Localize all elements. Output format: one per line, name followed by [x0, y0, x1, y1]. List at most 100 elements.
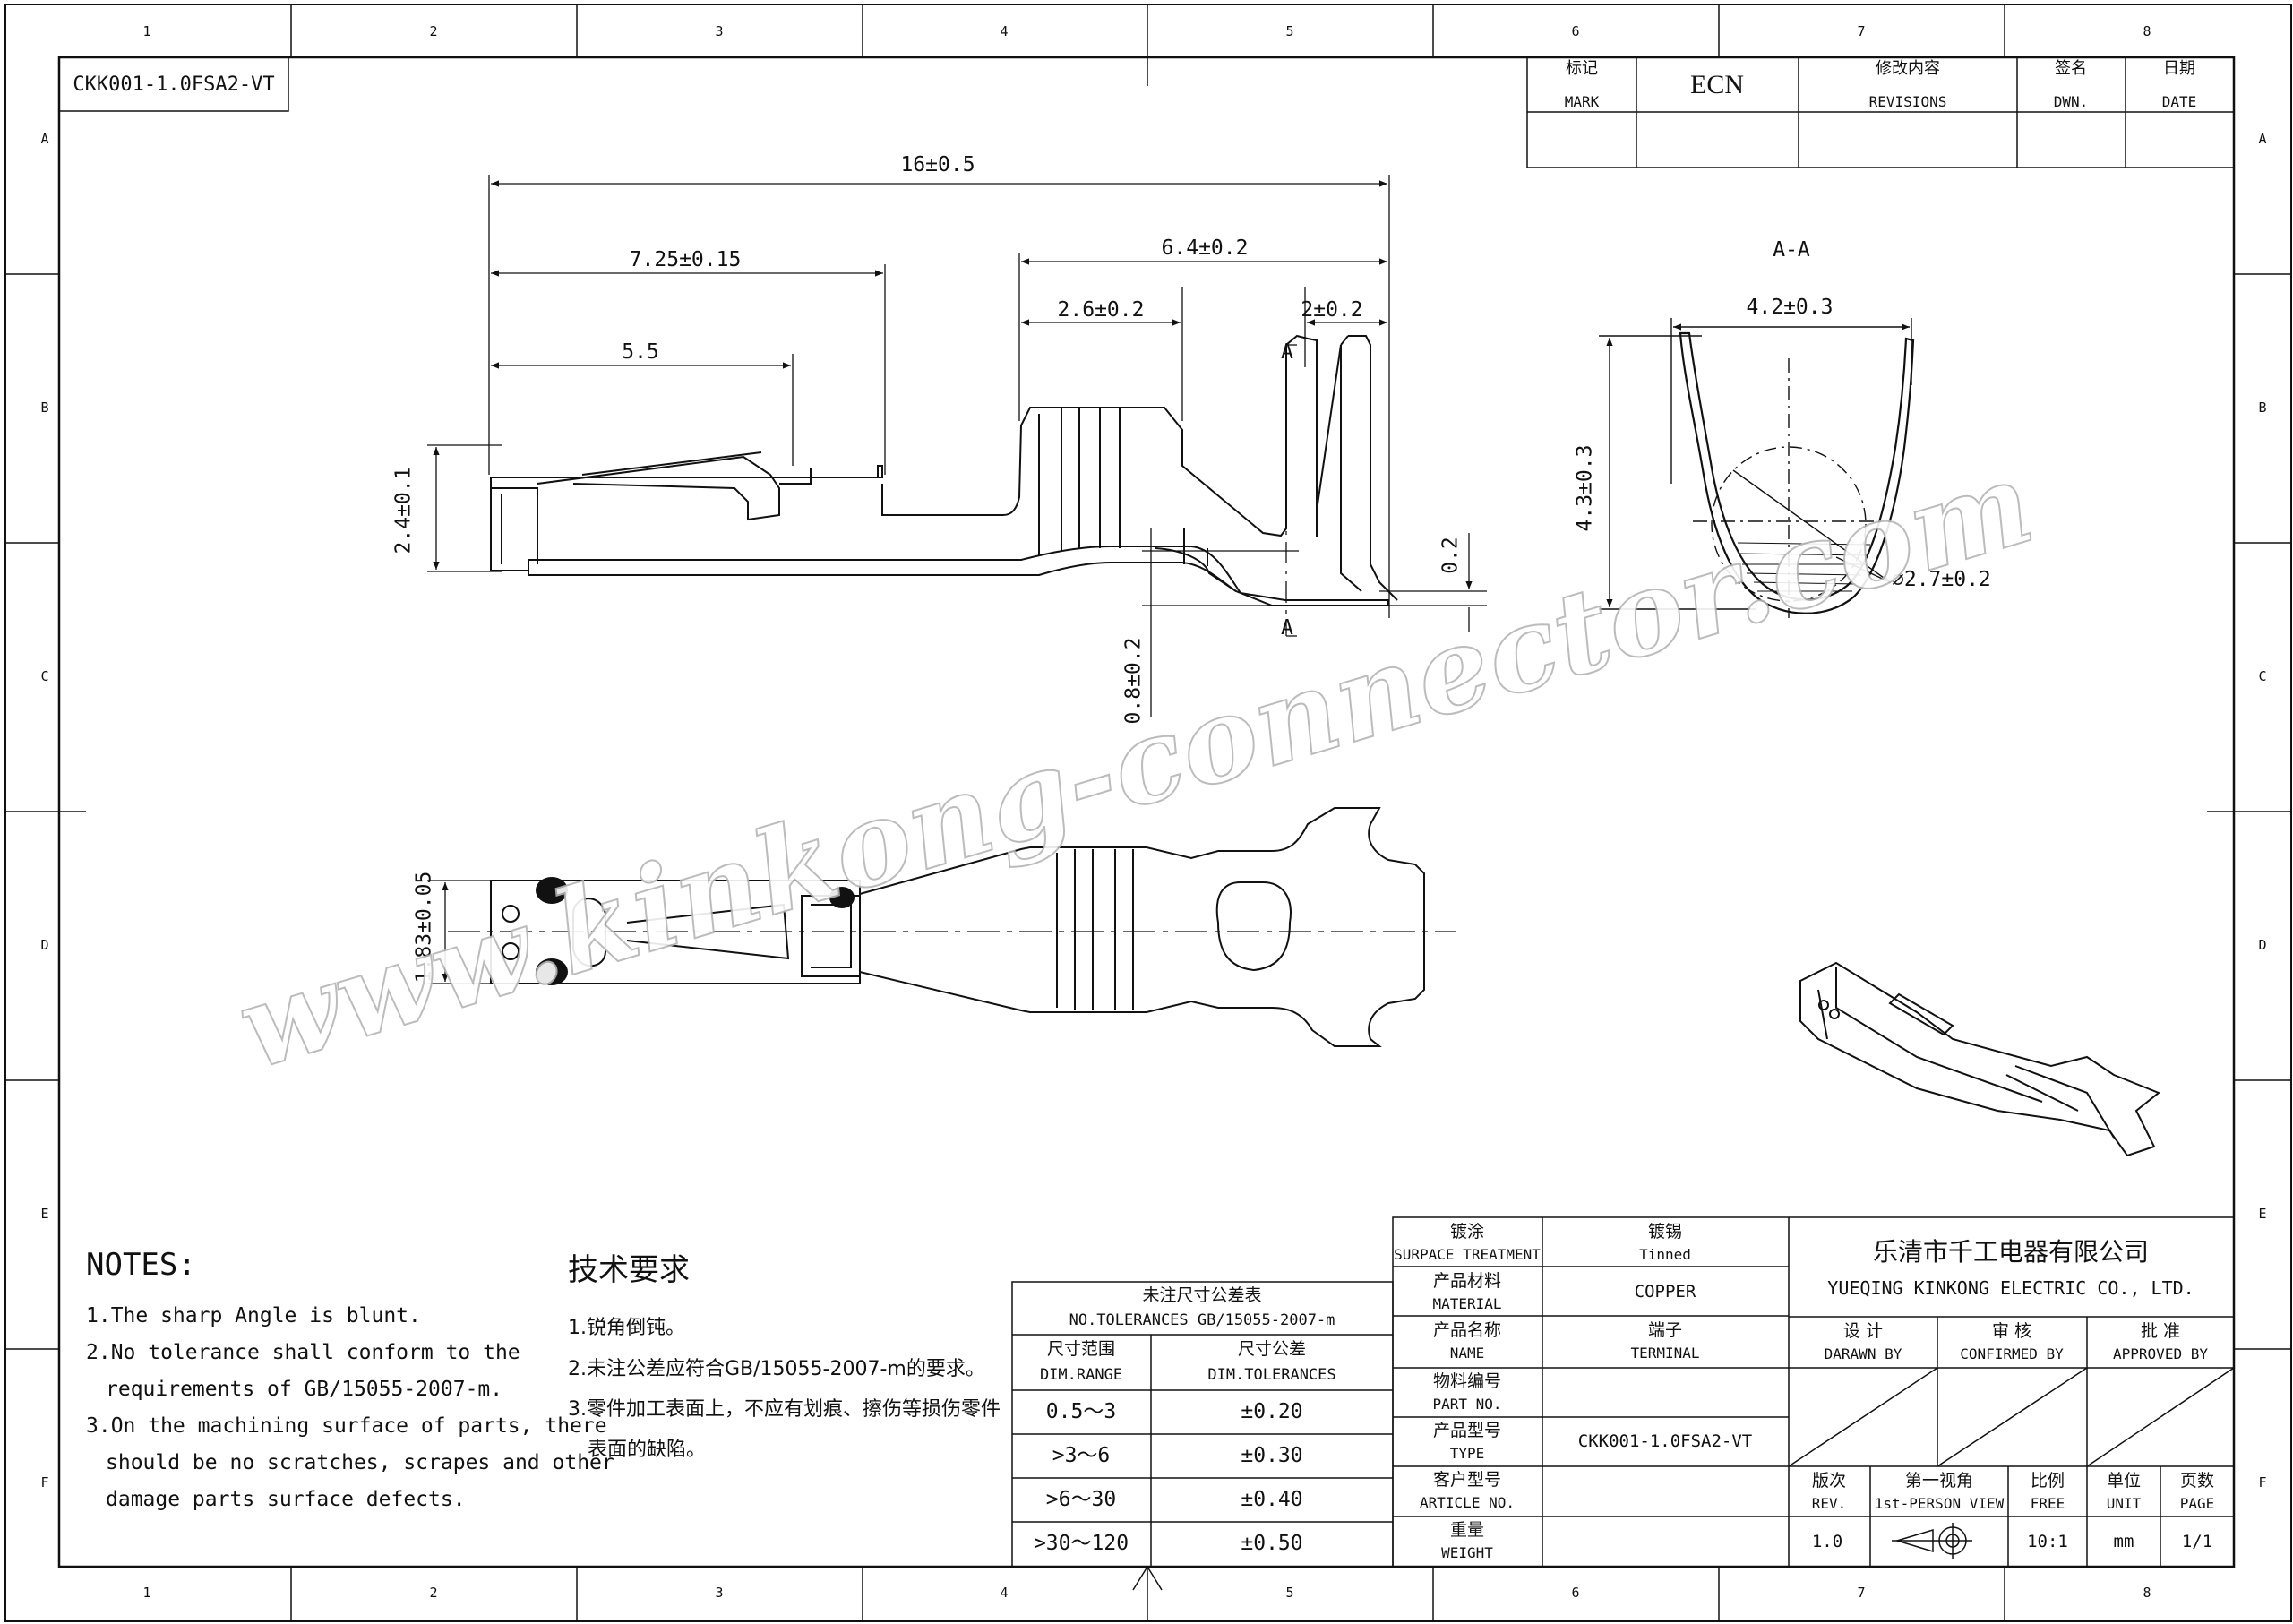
tb-article-label-cn: 客户型号 [1432, 1470, 1502, 1490]
tol-tolerance-header-cn: 尺寸公差 [1237, 1339, 1307, 1359]
zone-row-b-left: B [40, 400, 49, 416]
rev-mark-cn: 标记 [1566, 59, 1598, 78]
tb-confirmed-cn: 审 核 [1991, 1321, 2032, 1341]
zone-col-2-top: 2 [429, 23, 438, 39]
tb-unit-value: mm [2113, 1532, 2134, 1551]
zone-col-7-top: 7 [1857, 23, 1866, 39]
tb-page-en: PAGE [2179, 1495, 2215, 1512]
first-angle-projection-icon [1892, 1523, 1972, 1559]
tb-name-label-cn: 产品名称 [1432, 1320, 1502, 1340]
dim-section-width: 4.2±0.3 [1746, 296, 1834, 319]
zone-row-c-right: C [2258, 668, 2267, 684]
tol-range-header-en: DIM.RANGE [1039, 1366, 1123, 1384]
notes-cn-line-2: 2.未注公差应符合GB/15055-2007-m的要求。 [568, 1358, 985, 1380]
tb-weight-label-cn: 重量 [1449, 1520, 1485, 1540]
tb-name-value: TERMINAL [1630, 1345, 1700, 1362]
tb-surface-label-cn: 镀涂 [1449, 1222, 1485, 1242]
zone-row-f-left: F [40, 1474, 49, 1491]
zone-row-f-right: F [2258, 1474, 2267, 1491]
zone-row-d-right: D [2258, 937, 2267, 953]
terminal-side-view [490, 334, 1398, 606]
tb-scale-value: 10:1 [2027, 1532, 2068, 1551]
notes-cn-line-1: 1.锐角倒钝。 [568, 1317, 685, 1339]
rev-dwn-en: DWN. [2053, 93, 2089, 110]
rev-revisions-cn: 修改内容 [1876, 59, 1940, 78]
tb-view-en: 1st-PERSON VIEW [1874, 1495, 2005, 1512]
zone-col-4-top: 4 [1000, 23, 1009, 39]
zone-col-2-bottom: 2 [429, 1585, 438, 1601]
weld-dots [536, 877, 855, 985]
tb-type-label-en: TYPE [1449, 1445, 1485, 1462]
notes-cn-line-3b: 表面的缺陷。 [588, 1439, 707, 1461]
dim-length-2: 2±0.2 [1301, 298, 1363, 322]
tb-surface-label-en: SURPACE TREATMENT [1394, 1246, 1541, 1263]
zone-row-c-left: C [40, 668, 49, 684]
tb-approved-en: APPROVED BY [2113, 1345, 2208, 1362]
zone-col-1-bottom: 1 [142, 1585, 151, 1601]
rev-date-cn: 日期 [2163, 59, 2195, 78]
tb-drawn-cn: 设 计 [1842, 1321, 1884, 1341]
tb-material-label-cn: 产品材料 [1432, 1271, 1502, 1291]
tb-approved-cn: 批 准 [2140, 1321, 2181, 1341]
section-view [1599, 318, 1915, 618]
zone-col-8-bottom: 8 [2143, 1585, 2151, 1601]
section-cut-mark-bottom: A [1281, 616, 1293, 640]
notes-en-line-3c: damage parts surface defects. [106, 1488, 466, 1511]
notes-cn-line-3a: 3.零件加工表面上，不应有划痕、擦伤等损伤零件 [568, 1398, 1001, 1421]
notes-en-line-1: 1.The sharp Angle is blunt. [86, 1304, 421, 1328]
tb-rev-en: REV. [1811, 1495, 1847, 1512]
zone-col-5-bottom: 5 [1285, 1585, 1294, 1601]
zone-col-6-top: 6 [1571, 23, 1580, 39]
notes-cn-title: 技术要求 [568, 1252, 690, 1288]
dim-height-2-4: 2.4±0.1 [391, 467, 416, 554]
tol-row-value: ±0.40 [1241, 1488, 1303, 1511]
title-block-lines [1392, 1216, 2235, 1568]
zone-col-8-top: 8 [2143, 23, 2151, 39]
notes-en-line-2b: requirements of GB/15055-2007-m. [106, 1378, 503, 1401]
tb-company-cn: 乐清市千工电器有限公司 [1872, 1237, 2150, 1267]
tb-partno-label-cn: 物料编号 [1432, 1371, 1502, 1391]
tb-confirmed-en: CONFIRMED BY [1960, 1345, 2064, 1362]
notes-en-line-2a: 2.No tolerance shall conform to the [86, 1341, 520, 1364]
tb-partno-label-en: PART NO. [1432, 1396, 1502, 1413]
terminal-isometric-view [1799, 961, 2160, 1157]
zone-col-4-bottom: 4 [1000, 1585, 1009, 1601]
tb-scale-en: FREE [2030, 1495, 2065, 1512]
tol-title-en: NO.TOLERANCES GB/15055-2007-m [1069, 1311, 1335, 1329]
notes-en-title: NOTES: [86, 1247, 196, 1283]
tb-surface-value: Tinned [1639, 1246, 1691, 1263]
tb-company-en: YUEQING KINKONG ELECTRIC CO., LTD. [1827, 1277, 2194, 1299]
tol-row-range: >30～120 [1033, 1532, 1129, 1555]
tb-material-value: COPPER [1634, 1282, 1696, 1302]
rev-dwn-cn: 签名 [2055, 59, 2087, 78]
tol-tolerance-header-en: DIM.TOLERANCES [1207, 1366, 1336, 1384]
notes-en-line-3b: should be no scratches, scrapes and othe… [106, 1451, 614, 1474]
tb-unit-cn: 单位 [2106, 1471, 2142, 1491]
dim-length-7-25: 7.25±0.15 [629, 248, 742, 271]
dim-section-height: 4.3±0.3 [1573, 444, 1597, 532]
dim-length-6-4: 6.4±0.2 [1161, 236, 1249, 260]
dim-length-2-6: 2.6±0.2 [1057, 298, 1145, 322]
zone-col-1-top: 1 [142, 23, 151, 39]
zone-row-d-left: D [40, 937, 49, 953]
tb-unit-en: UNIT [2106, 1495, 2142, 1512]
tb-rev-value: 1.0 [1811, 1532, 1843, 1551]
tol-row-value: ±0.20 [1241, 1400, 1303, 1423]
tb-page-cn: 页数 [2179, 1471, 2215, 1491]
tb-name-label-en: NAME [1449, 1345, 1485, 1362]
rev-ecn: ECN [1690, 70, 1744, 99]
zone-col-3-top: 3 [715, 23, 724, 39]
zone-col-7-bottom: 7 [1857, 1585, 1866, 1601]
section-title: A-A [1773, 238, 1810, 262]
tol-range-header-cn: 尺寸范围 [1046, 1339, 1116, 1359]
tb-scale-cn: 比例 [2030, 1471, 2065, 1491]
tb-weight-label-en: WEIGHT [1441, 1544, 1493, 1561]
dim-overall-length: 16±0.5 [900, 153, 975, 176]
zone-row-a-right: A [2258, 131, 2267, 147]
tb-rev-cn: 版次 [1811, 1471, 1847, 1491]
tol-row-range: >3～6 [1052, 1444, 1111, 1467]
tol-row-value: ±0.30 [1241, 1444, 1303, 1467]
tb-view-cn: 第一视角 [1904, 1471, 1974, 1491]
revision-table-lines [1526, 56, 2235, 168]
